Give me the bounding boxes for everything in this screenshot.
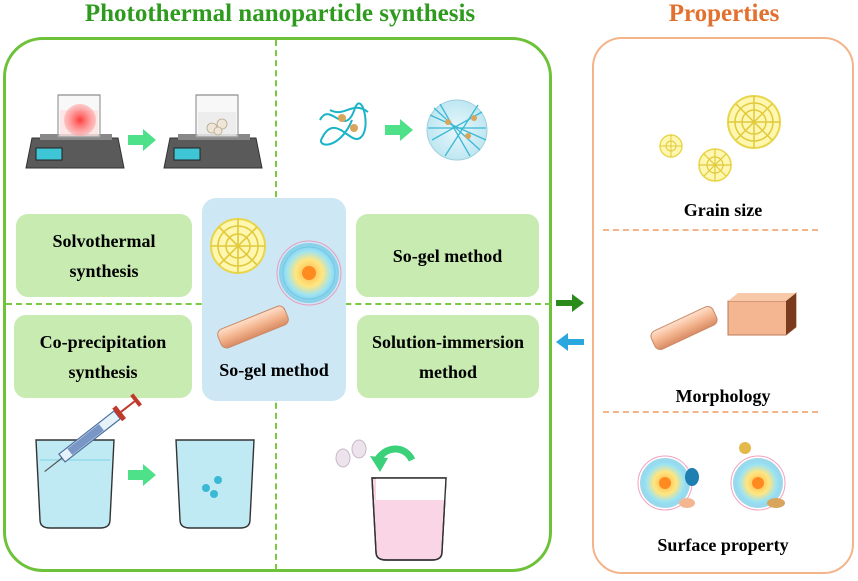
solution-immersion-box: Solution-immersion method [357,315,539,398]
center-method-label: So-gel method [219,360,329,380]
center-nanoparticle-illustration [210,218,342,349]
coprecipitation-box: Co-precipitation synthesis [14,315,192,398]
coprecipitation-process-illustration [35,393,255,529]
coprecipitation-label: Co-precipitation synthesis [39,331,167,382]
surface-property-illustration [637,442,786,511]
morphology-illustration [650,291,797,350]
properties-panel [592,37,854,574]
grain-size-illustration [659,95,781,182]
morphology-label: Morphology [675,386,771,406]
solvothermal-process-illustration [25,94,263,169]
left-arrow-icon [556,333,584,351]
solvothermal-box: Solvothermal synthesis [16,214,192,297]
panel-link-arrows [556,294,584,351]
sogel-method-box: So-gel method [356,214,539,297]
synthesis-title: Photothermal nanoparticle synthesis [84,0,476,27]
grain-size-label: Grain size [683,200,763,220]
right-arrow-icon [556,294,584,312]
solution-immersion-process-illustration [335,439,447,561]
sogel-method-label: So-gel method [392,245,503,266]
property-divider-1 [603,229,818,231]
surface-property-label: Surface property [657,535,789,555]
sogel-process-illustration [319,99,488,161]
solvothermal-label: Solvothermal synthesis [52,230,156,281]
property-divider-2 [603,411,818,413]
solution-immersion-label: Solution-immersion method [371,331,524,382]
properties-title: Properties [668,0,780,27]
